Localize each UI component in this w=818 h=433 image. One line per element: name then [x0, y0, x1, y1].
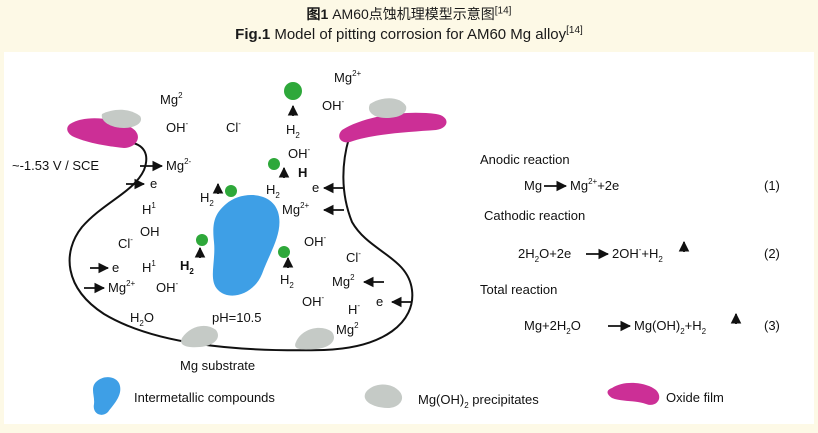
caption-en-ref: [14] [566, 25, 583, 36]
precipitate-top-right [368, 98, 407, 118]
label-oh: OH- [166, 119, 189, 135]
precipitate-top-left [101, 109, 142, 128]
hydrogen-bubble [284, 82, 302, 100]
hydrogen-bubble [225, 185, 237, 197]
oxide-film-right [339, 112, 447, 143]
caption-english: Fig.1 Model of pitting corrosion for AM6… [0, 25, 818, 43]
label-cl: Cl- [226, 119, 241, 135]
label-oh: OH [140, 224, 160, 239]
label-h2: H2 [286, 122, 300, 140]
label-cl: Cl- [118, 235, 133, 251]
eq-number-1: (1) [764, 178, 780, 193]
label-oh: OH- [302, 293, 325, 309]
label-oh: OH- [156, 279, 179, 295]
total-equation: Mg+2H2O [524, 318, 581, 336]
label-h-minus: H- [348, 301, 360, 317]
label-mg2: Mg2 [160, 91, 183, 107]
cathodic-equation: 2H2O+2e [518, 246, 571, 264]
label-ph: pH=10.5 [212, 310, 262, 325]
legend-intermetallic-swatch [92, 377, 121, 415]
hydrogen-bubble [268, 158, 280, 170]
anodic-equation: Mg [524, 178, 542, 193]
precipitate-bottom-right [295, 327, 335, 350]
label-mg2: Mg2 [336, 321, 359, 337]
caption-cn-ref: [14] [494, 5, 512, 17]
cathodic-title: Cathodic reaction [484, 208, 585, 223]
label-mg-substrate: Mg substrate [180, 358, 255, 373]
label-h2: H2 [280, 272, 294, 290]
label-e: e [376, 294, 383, 309]
caption-en-prefix: Fig.1 [235, 26, 271, 43]
label-mg2-plus: Mg2+ [108, 279, 136, 295]
hydrogen-bubble [278, 246, 290, 258]
label-h2: H2 [200, 190, 214, 208]
label-h: H [298, 165, 307, 180]
diagram-panel: Mg2 OH- Cl- H2 Mg2+ OH- OH- H H2 e Mg2+ … [4, 52, 814, 424]
label-mg2-plus: Mg2+ [282, 201, 310, 217]
label-e: e [312, 180, 319, 195]
label-h1: H1 [142, 201, 156, 217]
caption-en-text: Model of pitting corrosion for AM60 Mg a… [274, 26, 567, 43]
label-mg2-minus: Mg2- [166, 157, 192, 173]
caption-cn-prefix: 图1 [306, 6, 329, 22]
label-h1: H1 [142, 259, 156, 275]
legend-precipitate-label: Mg(OH)2 precipitates [418, 392, 539, 410]
eq-number-3: (3) [764, 318, 780, 333]
legend-oxide-label: Oxide film [666, 390, 724, 405]
caption-cn-text: AM60点蚀机理模型示意图 [332, 6, 495, 22]
label-h2o: H2O [130, 310, 154, 328]
total-product: Mg(OH)2+H2 [634, 318, 707, 336]
label-cl: Cl- [346, 249, 361, 265]
label-potential: ~-1.53 V / SCE [12, 158, 99, 173]
legend-precipitate-swatch [364, 384, 403, 408]
legend-oxide-swatch [607, 382, 660, 405]
legend-intermetallic-label: Intermetallic compounds [134, 390, 275, 405]
hydrogen-bubble [196, 234, 208, 246]
anodic-product: Mg2++2e [570, 177, 619, 193]
precipitate-bottom-center [181, 325, 219, 348]
pitting-model-diagram: Mg2 OH- Cl- H2 Mg2+ OH- OH- H H2 e Mg2+ … [12, 69, 780, 415]
label-oh: OH- [288, 145, 311, 161]
pit-outline [68, 137, 414, 352]
label-mg2: Mg2 [332, 273, 355, 289]
anodic-title: Anodic reaction [480, 152, 570, 167]
label-h2: H2 [266, 182, 280, 200]
cathodic-product: 2OH-+H2 [612, 245, 663, 264]
label-oh: OH- [304, 233, 327, 249]
label-oh: OH- [322, 97, 345, 113]
caption-chinese: 图1 AM60点蚀机理模型示意图[14] [0, 4, 818, 24]
eq-number-2: (2) [764, 246, 780, 261]
label-e: e [150, 176, 157, 191]
intermetallic-particle [212, 194, 280, 296]
label-e: e [112, 260, 119, 275]
total-title: Total reaction [480, 282, 557, 297]
label-h2: H2 [180, 258, 194, 276]
label-mg2-plus: Mg2+ [334, 69, 362, 85]
